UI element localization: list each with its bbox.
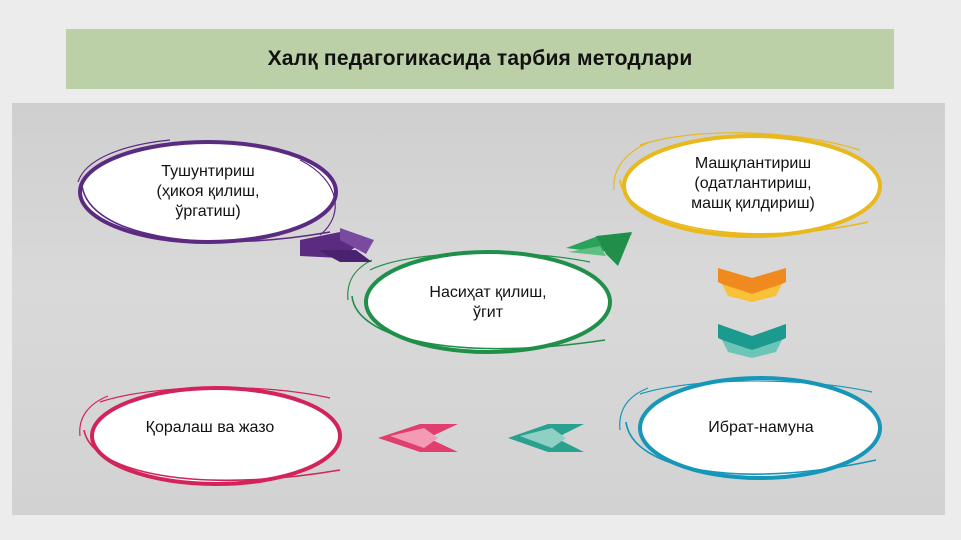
- node-line: Ибрат-намуна: [708, 419, 814, 436]
- arrow-left-teal: [508, 424, 584, 452]
- arrow-down-orange: [718, 268, 786, 302]
- node-ellipse-tushuntirish: [77, 139, 338, 244]
- node-ellipse-mashqlantirish: [613, 132, 882, 238]
- arrow-down-teal: [718, 324, 786, 358]
- node-label-nasihat: Насиҳат қилиш, ўгит: [404, 280, 572, 326]
- node-line: ўгит: [472, 304, 504, 321]
- node-ellipse-ibrat: [619, 376, 882, 480]
- arrow-nasihat-to-mashqlantirish: [566, 232, 632, 266]
- node-line: Насиҳат қилиш,: [429, 284, 547, 301]
- title-bar: Халқ педагогикасида тарбия методлари: [66, 29, 894, 89]
- diagram-title: Халқ педагогикасида тарбия методлари: [267, 47, 693, 70]
- node-line: ўргатиш): [175, 203, 241, 220]
- node-label-ibrat: Ибрат-намуна: [686, 416, 836, 440]
- node-line: Тушунтириш: [161, 163, 255, 180]
- node-line: (одатлантириш,: [694, 175, 812, 192]
- arrow-left-pink: [378, 424, 458, 452]
- node-label-mashqlantirish: Машқлантириш (одатлантириш, машқ қилдири…: [660, 142, 846, 226]
- node-label-tushuntirish: Тушунтириш (ҳикоя қилиш, ўргатиш): [120, 150, 296, 234]
- node-ellipse-qoralash: [79, 386, 342, 486]
- node-line: Машқлантириш: [694, 155, 812, 172]
- node-label-qoralash: Қоралаш ва жазо: [120, 416, 300, 440]
- arrow-tushuntirish-to-nasihat: [300, 228, 374, 262]
- node-line: (ҳикоя қилиш,: [156, 183, 260, 200]
- node-ellipse-nasihat: [347, 250, 612, 354]
- node-line: Қоралаш ва жазо: [145, 419, 275, 436]
- node-line: машқ қилдириш): [691, 195, 815, 212]
